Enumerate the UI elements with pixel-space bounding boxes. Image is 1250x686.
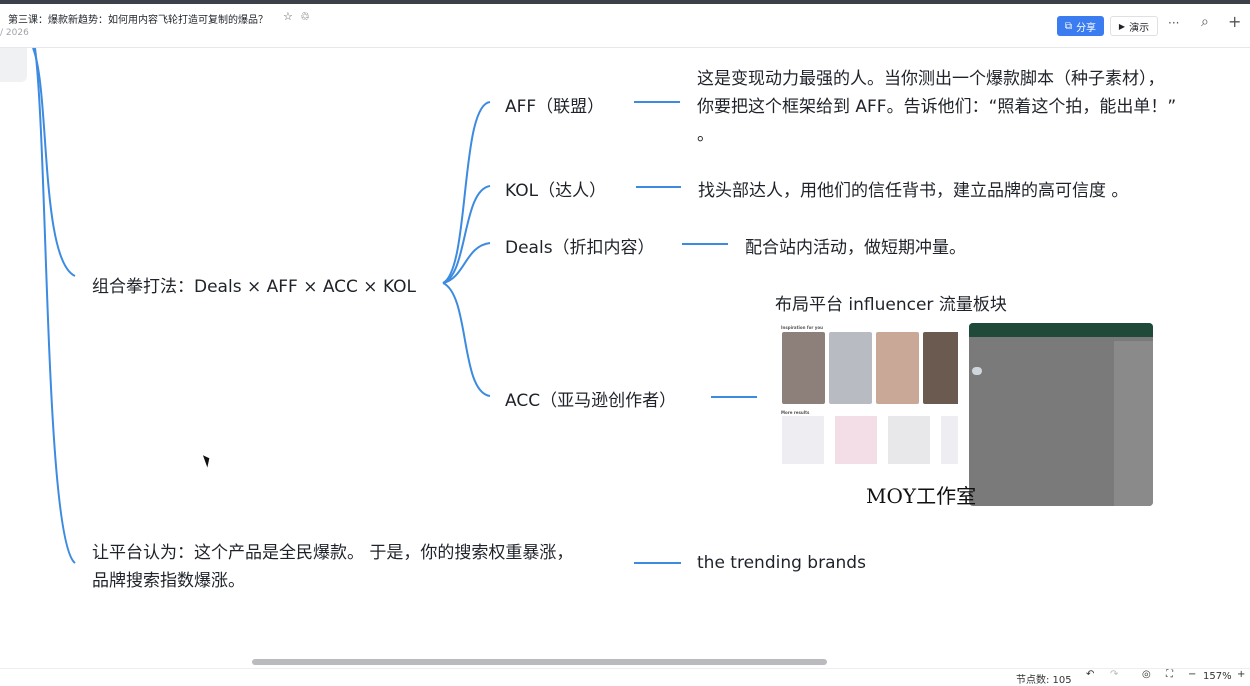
amazon-inspiration-screenshot[interactable]: Inspiration for you More results (780, 323, 958, 510)
section-inspiration: Inspiration for you (781, 325, 823, 330)
undo-icon[interactable]: ↶ (1086, 669, 1095, 680)
doc-date: / 2026 (0, 28, 29, 38)
video-thumb (876, 332, 919, 404)
connector-kol (442, 185, 491, 284)
product-image (782, 416, 824, 464)
video-thumb (829, 332, 872, 404)
horizontal-scrollbar[interactable] (252, 659, 827, 665)
fullscreen-icon[interactable]: ⛶ (1166, 669, 1173, 680)
note-deals[interactable]: 配合站内活动，做短期冲量。 (745, 238, 966, 258)
present-label: 演示 (1129, 22, 1150, 34)
window-top-strip (0, 0, 1250, 4)
note-platform[interactable]: the trending brands (697, 553, 866, 573)
note-aff-2[interactable]: 你要把这个框架给到 AFF。告诉他们：“照着这个拍，能出单！” (697, 97, 1177, 117)
more-button[interactable]: ··· (1168, 16, 1180, 30)
redo-icon[interactable]: ↷ (1110, 669, 1119, 680)
share-icon: ⧉ (1064, 20, 1073, 32)
share-label: 分享 (1076, 22, 1097, 34)
connector-acc (442, 282, 491, 397)
node-combo[interactable]: 组合拳打法：Deals × AFF × ACC × KOL (92, 277, 417, 297)
influencer-sidebar (1114, 341, 1153, 506)
video-thumb (782, 332, 825, 404)
present-button[interactable]: ▶演示 (1110, 16, 1158, 36)
product-image (835, 416, 877, 464)
product-image (888, 416, 930, 464)
logo-icon (972, 367, 982, 375)
header: 第三课：爆款新趋势：如何用内容飞轮打造可复制的爆品？ ☆ ♲ / 2026 ⧉分… (0, 4, 1250, 48)
connector-deals (442, 242, 491, 284)
zoom-in-icon[interactable]: + (1237, 669, 1246, 680)
connector-platform (34, 47, 76, 564)
note-aff-1[interactable]: 这是变现动力最强的人。当你测出一个爆款脚本（种子素材）， (697, 69, 1165, 89)
node-count: 节点数: 105 (1016, 675, 1072, 686)
amazon-influencer-screenshot[interactable] (969, 323, 1153, 506)
node-kol[interactable]: KOL（达人） (505, 181, 607, 201)
node-platform-1[interactable]: 让平台认为：这个产品是全民爆款。 于是，你的搜索权重暴涨， (92, 543, 574, 563)
theme-icon[interactable]: ◎ (1142, 669, 1151, 680)
note-aff-3[interactable]: 。 (697, 125, 714, 145)
status-bar: 节点数: 105 ↶ ↷ ◎ ⛶ − 157% + (0, 668, 1250, 686)
node-deals[interactable]: Deals（折扣内容） (505, 238, 655, 258)
search-icon[interactable]: ⌕ (1201, 14, 1209, 30)
zoom-level[interactable]: 157% (1203, 671, 1232, 682)
watermark: MOY工作室 (866, 484, 977, 508)
node-aff[interactable]: AFF（联盟） (505, 97, 605, 117)
amazon-nav-bar (969, 323, 1153, 337)
play-icon: ▶ (1118, 21, 1126, 31)
bell-icon[interactable]: ♲ (300, 10, 310, 23)
node-platform-2[interactable]: 品牌搜索指数爆涨。 (92, 571, 245, 591)
node-acc[interactable]: ACC（亚马逊创作者） (505, 391, 677, 411)
share-button[interactable]: ⧉分享 (1057, 16, 1104, 36)
star-icon[interactable]: ☆ (283, 10, 293, 23)
connector-aff (442, 101, 491, 284)
note-kol[interactable]: 找头部达人，用他们的信任背书，建立品牌的高可信度 。 (698, 181, 1129, 201)
section-more-results: More results (781, 410, 810, 415)
add-icon[interactable]: + (1228, 12, 1242, 31)
zoom-out-icon[interactable]: − (1188, 669, 1197, 680)
image-caption-acc[interactable]: 布局平台 influencer 流量板块 (775, 295, 1007, 315)
video-thumb (923, 332, 958, 404)
connector-combo (32, 47, 76, 277)
doc-title[interactable]: 第三课：爆款新趋势：如何用内容飞轮打造可复制的爆品？ (8, 15, 268, 26)
product-image (941, 416, 958, 464)
side-panel-toggle[interactable] (0, 48, 27, 82)
